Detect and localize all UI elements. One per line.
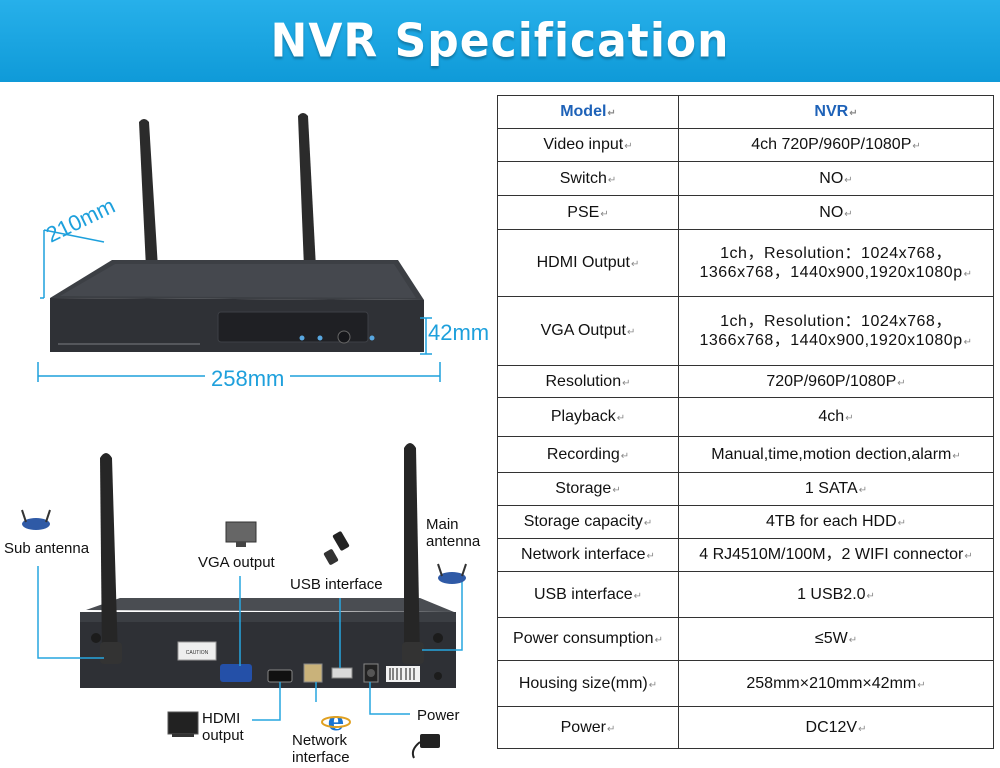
usb-port-icon	[331, 667, 353, 679]
spec-row: Video input↵ 4ch 720P/960P/1080P↵	[497, 128, 994, 162]
spec-table: Model↵ NVR↵ Video input↵ 4ch 720P/960P/1…	[497, 95, 994, 749]
spec-row: Storage↵ 1 SATA↵	[497, 472, 994, 506]
spec-row: Network interface↵ 4 RJ4510M/100M，2 WIFI…	[497, 538, 994, 572]
spec-label: Power	[560, 718, 606, 736]
height-dimension-label: 42mm	[428, 320, 490, 345]
front-view: 210mm 42mm 258mm	[0, 100, 490, 400]
antenna-left	[139, 119, 160, 274]
main-antenna-callout: Main antenna	[426, 516, 481, 551]
spec-value: 4 RJ4510M/100M，2 WIFI connector	[699, 546, 964, 564]
spec-value-line: 1366x768，1440x900,1920x1080p	[699, 264, 963, 281]
spec-row: Storage capacity↵ 4TB for each HDD↵	[497, 505, 994, 539]
spec-header-row: Model↵ NVR↵	[497, 95, 994, 129]
router-icon	[437, 563, 467, 584]
nvr-front-illustration	[37, 113, 441, 382]
spec-value-line: 1ch，Resolution：1024x768，	[720, 312, 952, 330]
spec-header-label: Model↵	[497, 95, 679, 129]
hdmi-output-callout: HDMI output	[202, 710, 244, 745]
tv-icon	[167, 711, 199, 737]
power-callout: Power	[417, 707, 460, 724]
title-banner: NVR Specification	[0, 0, 1000, 82]
spec-row: Playback↵ 4ch↵	[497, 397, 994, 437]
spec-value: DC12V	[805, 718, 858, 736]
svg-text:e: e	[328, 707, 345, 737]
spec-label: Housing size(mm)	[518, 674, 648, 692]
spec-value-line: 1ch，Resolution：1024x768，	[720, 244, 952, 262]
spec-row: USB interface↵ 1 USB2.0↵	[497, 571, 994, 618]
router-icon	[21, 509, 51, 530]
internet-explorer-icon: e	[321, 707, 351, 737]
spec-label: USB interface	[533, 585, 633, 603]
spec-label: Switch	[559, 169, 607, 187]
main-antenna	[402, 443, 424, 664]
led-icon	[317, 335, 323, 341]
led-icon	[299, 335, 305, 341]
sub-antenna	[100, 453, 122, 664]
spec-value: NO	[819, 169, 844, 187]
spec-row: Power consumption↵ ≤5W↵	[497, 617, 994, 661]
monitor-icon	[225, 521, 257, 547]
spec-value: ≤5W	[814, 630, 848, 648]
spec-value: 4ch 720P/960P/1080P	[751, 136, 912, 154]
usb-stick-icon	[323, 531, 350, 565]
vga-port-icon	[220, 664, 252, 682]
spec-row: Switch↵ NO↵	[497, 161, 994, 196]
antenna-right	[298, 113, 318, 274]
spec-value-line: 1366x768，1440x900,1920x1080p	[699, 332, 963, 349]
spec-row: PSE↵ NO↵	[497, 195, 994, 230]
svg-text:CAUTION: CAUTION	[186, 650, 209, 656]
nvr-rear-illustration: CAUTION	[21, 443, 467, 759]
spec-value: 720P/960P/1080P	[766, 372, 897, 390]
network-interface-callout: Network interface	[292, 732, 350, 767]
spec-label: HDMI Output	[536, 254, 630, 272]
page-title: NVR Specification	[270, 14, 730, 68]
spec-row: Recording↵ Manual,time,motion dection,al…	[497, 436, 994, 473]
spec-label: Storage	[555, 480, 612, 498]
spec-value: 4TB for each HDD	[765, 513, 897, 531]
usb-interface-callout: USB interface	[290, 576, 383, 593]
spec-row: Resolution↵ 720P/960P/1080P↵	[497, 365, 994, 398]
spec-header-value: NVR↵	[678, 95, 994, 129]
spec-label: Video input	[543, 136, 624, 154]
spec-value: 4ch	[818, 408, 845, 426]
spec-value: 258mm×210mm×42mm	[746, 674, 917, 692]
case-top	[86, 598, 454, 612]
spec-label: VGA Output	[540, 322, 626, 340]
spec-label: Power consumption	[513, 630, 654, 648]
spec-row: HDMI Output↵ 1ch，Resolution：1024x768， 13…	[497, 229, 994, 297]
spec-value: NO	[819, 203, 844, 221]
spec-row: VGA Output↵ 1ch，Resolution：1024x768， 136…	[497, 296, 994, 366]
spec-label: Storage capacity	[523, 513, 643, 531]
spec-label: Network interface	[521, 546, 646, 564]
spec-label: Recording	[546, 445, 620, 463]
ir-sensor-icon	[337, 330, 351, 344]
barcode-label	[386, 666, 420, 682]
power-adapter-icon	[411, 734, 440, 759]
front-panel	[217, 311, 369, 343]
spec-label: Resolution	[545, 372, 622, 390]
led-icon	[369, 335, 375, 341]
spec-value: Manual,time,motion dection,alarm	[711, 445, 952, 463]
rear-view: CAUTION	[0, 430, 497, 768]
caution-label	[177, 641, 217, 661]
spec-label: Playback	[550, 408, 616, 426]
width-dimension-label: 258mm	[205, 366, 291, 392]
spec-label: PSE	[567, 203, 600, 221]
spec-row: Power↵ DC12V↵	[497, 706, 994, 749]
spec-row: Housing size(mm)↵ 258mm×210mm×42mm↵	[497, 660, 994, 707]
spec-value: 1 USB2.0	[797, 585, 866, 603]
vga-output-callout: VGA output	[198, 554, 275, 571]
lan-port-icon	[303, 663, 323, 683]
sub-antenna-callout: Sub antenna	[4, 540, 90, 557]
hdmi-port-icon	[267, 669, 293, 683]
spec-value: 1 SATA	[804, 480, 858, 498]
